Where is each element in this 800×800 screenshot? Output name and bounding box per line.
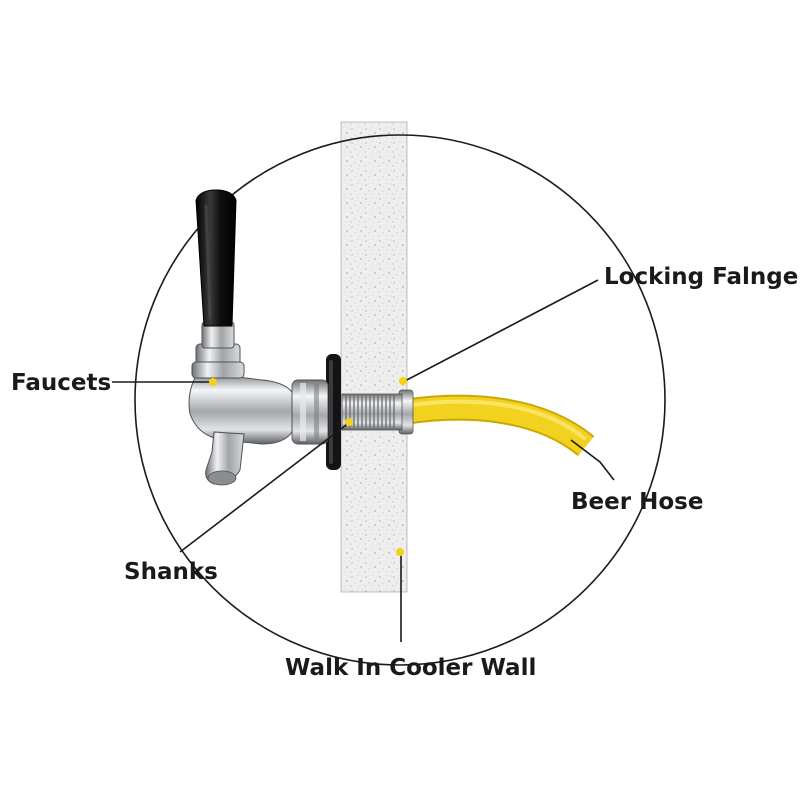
label-locking-flange: Locking Falnge [604, 264, 798, 290]
marker-locking-flange [399, 377, 407, 385]
label-shanks: Shanks [124, 559, 218, 585]
detail-circle [134, 134, 666, 666]
callout-line-beer-hose [570, 439, 615, 481]
callout-lines [112, 279, 615, 642]
faucet [188, 189, 293, 486]
label-walk-in-cooler-wall: Walk In Cooler Wall [285, 655, 536, 681]
label-beer-hose: Beer Hose [571, 489, 703, 515]
beer-hose [402, 394, 595, 457]
callout-line-shanks [179, 421, 351, 553]
marker-shanks [345, 418, 353, 426]
callout-markers [209, 377, 407, 556]
callout-line-locking-flange [402, 279, 599, 383]
marker-cooler-wall [396, 548, 404, 556]
label-faucets: Faucets [11, 370, 111, 396]
marker-faucets [209, 378, 217, 386]
cooler-wall [340, 121, 408, 593]
